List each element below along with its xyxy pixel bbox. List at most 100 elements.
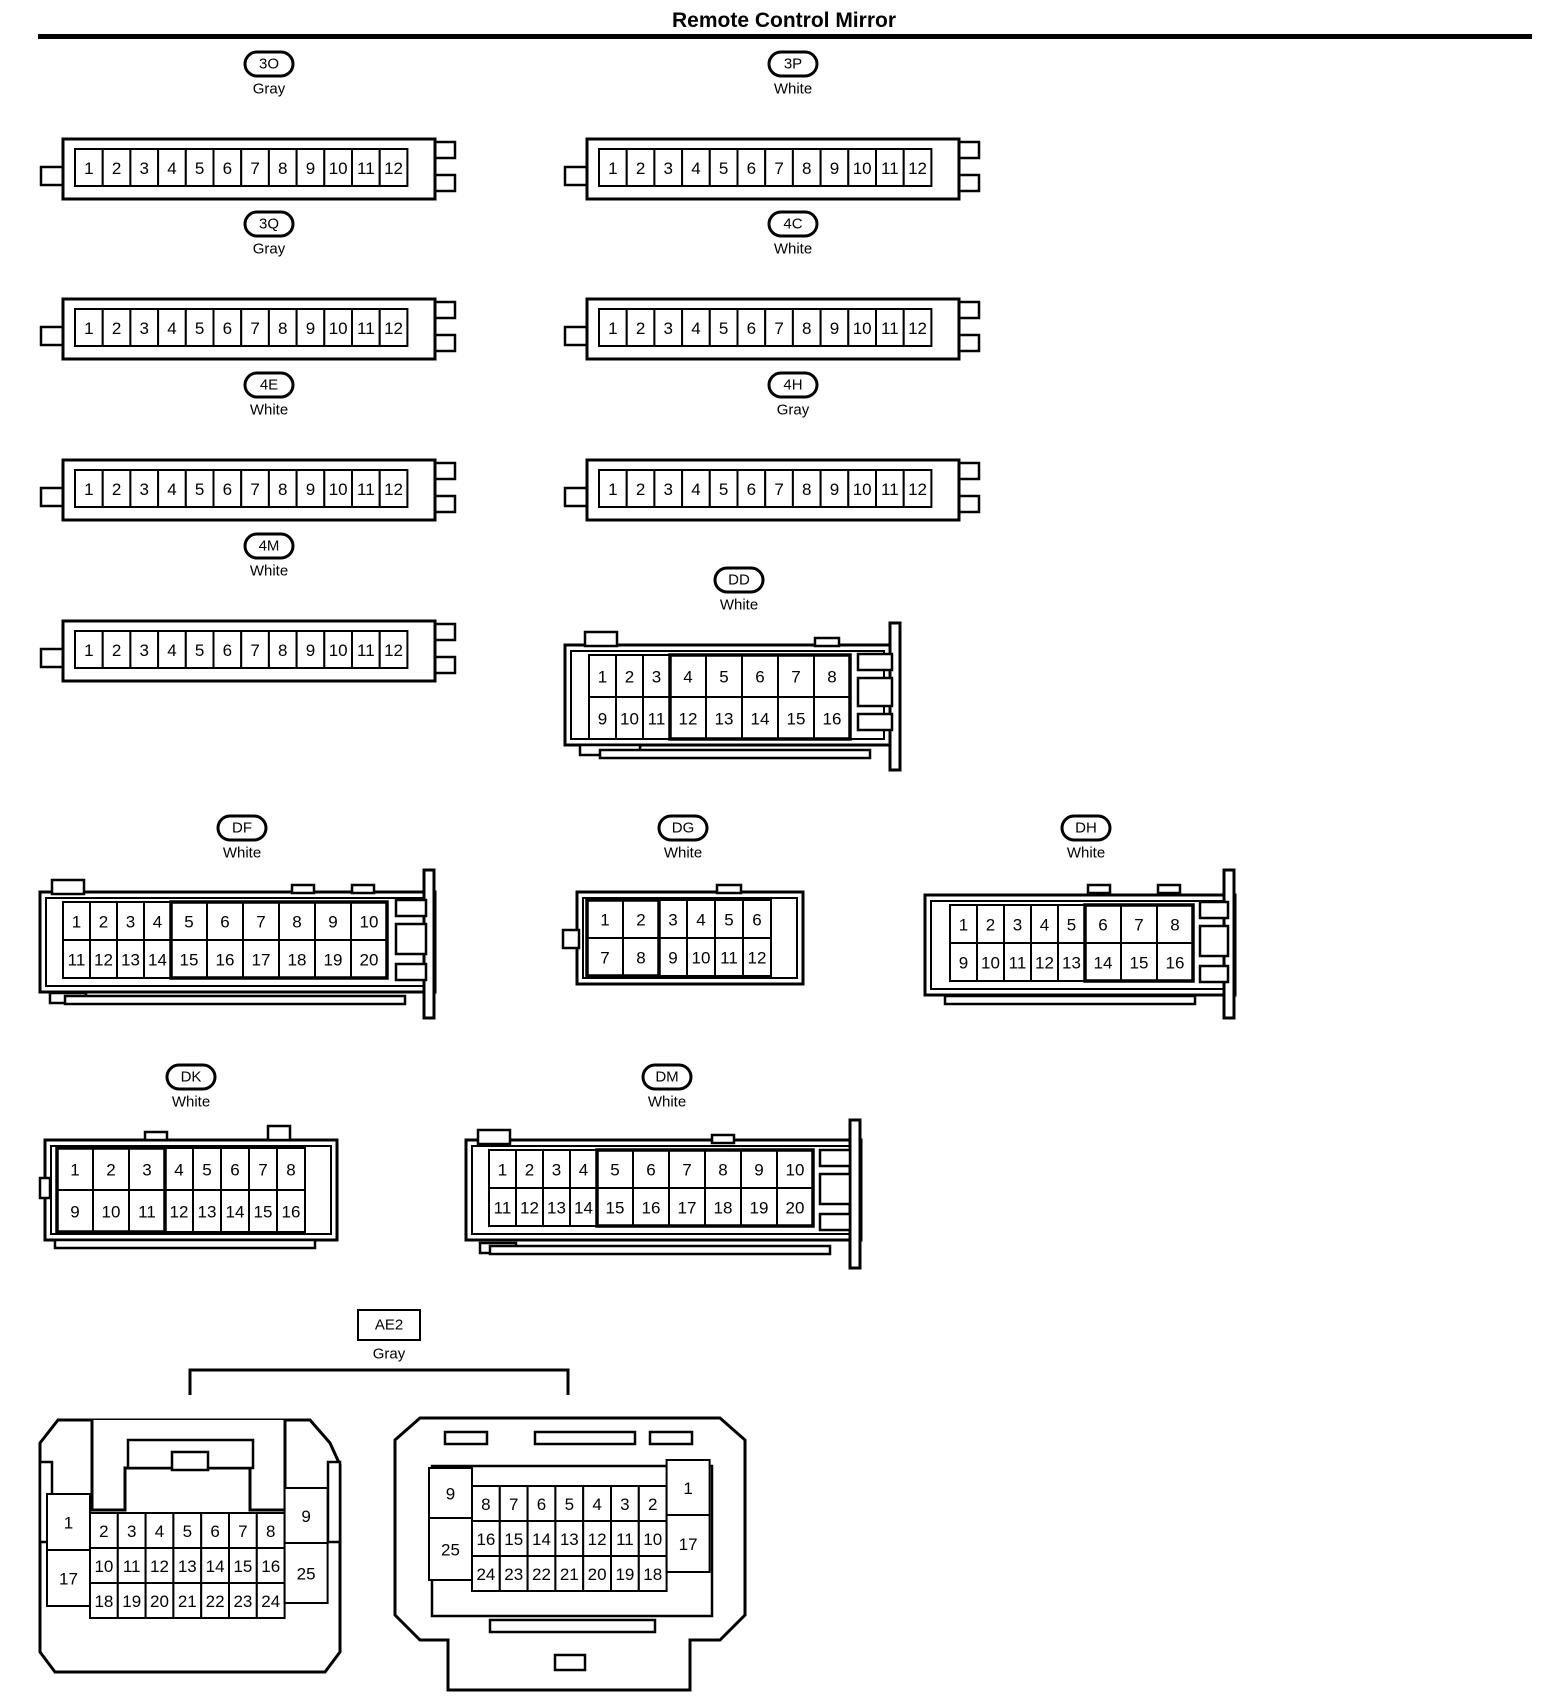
pin-number: 21 bbox=[560, 1565, 579, 1584]
pin-number: 9 bbox=[306, 480, 315, 499]
pin-cell bbox=[1120, 942, 1158, 982]
pin-cell bbox=[498, 1485, 529, 1522]
pin-cell bbox=[764, 308, 794, 347]
pin-number: 5 bbox=[183, 1522, 192, 1541]
pin-number: 12 bbox=[384, 159, 403, 178]
pin-cell bbox=[642, 696, 671, 740]
pin-cell bbox=[681, 469, 711, 508]
pin-cell bbox=[200, 1582, 230, 1619]
pin-cell bbox=[267, 630, 298, 669]
pin-cell bbox=[741, 654, 779, 698]
connector-color: White bbox=[664, 845, 702, 862]
title-rule bbox=[38, 34, 1532, 39]
pin-number: 4 bbox=[579, 1161, 588, 1180]
housing-detail bbox=[443, 1430, 489, 1446]
housing-peg bbox=[710, 1133, 736, 1145]
pin-number: 15 bbox=[180, 951, 199, 970]
pin-number: 9 bbox=[328, 913, 337, 932]
connector-id-badge bbox=[243, 50, 295, 78]
connector-id: 4C bbox=[783, 216, 802, 233]
pin-number: 1 bbox=[608, 159, 617, 178]
connector-id-badge bbox=[216, 814, 268, 842]
pin-number: 16 bbox=[476, 1530, 495, 1549]
pin-cell bbox=[116, 1582, 147, 1619]
pin-number: 13 bbox=[178, 1557, 197, 1576]
pin-number: 25 bbox=[297, 1565, 316, 1584]
pin-cell bbox=[610, 1555, 640, 1592]
pin-cell bbox=[378, 148, 409, 187]
housing-peg bbox=[583, 630, 619, 648]
pin-number: 8 bbox=[802, 319, 811, 338]
pin-number: 5 bbox=[719, 668, 728, 687]
pin-cell bbox=[653, 308, 684, 347]
pin-number: 3 bbox=[620, 1495, 629, 1514]
pin-cell bbox=[184, 308, 215, 347]
connector-id-badge bbox=[165, 1063, 217, 1091]
pin-number: 8 bbox=[802, 159, 811, 178]
pin-cell bbox=[875, 308, 905, 347]
pin-cell bbox=[378, 630, 409, 669]
pin-number: 1 bbox=[84, 641, 93, 660]
pin-cell bbox=[637, 1555, 668, 1592]
pin-cell bbox=[129, 308, 160, 347]
pin-number: 4 bbox=[167, 641, 176, 660]
pin-number: 5 bbox=[195, 319, 204, 338]
pin-cell bbox=[240, 630, 270, 669]
pin-number: 25 bbox=[441, 1541, 460, 1560]
pin-cell bbox=[242, 939, 280, 979]
pin-number: 11 bbox=[720, 949, 738, 968]
housing-detail bbox=[553, 1653, 587, 1672]
pin-cell bbox=[554, 1520, 585, 1557]
pin-number: 2 bbox=[525, 1161, 534, 1180]
pin-number: 10 bbox=[329, 159, 348, 178]
pin-cell bbox=[902, 148, 933, 187]
pin-number: 7 bbox=[250, 159, 259, 178]
pin-cell bbox=[200, 1512, 230, 1549]
pin-number: 9 bbox=[598, 710, 607, 729]
pin-group-block bbox=[668, 653, 852, 741]
connector-id-badge bbox=[1060, 814, 1112, 842]
pin-number: 5 bbox=[719, 319, 728, 338]
side-slot bbox=[394, 922, 428, 956]
side-slot bbox=[394, 898, 428, 918]
pin-number: 9 bbox=[301, 1507, 310, 1526]
pin-cell bbox=[295, 469, 326, 508]
pin-number: 3 bbox=[664, 319, 673, 338]
pin-number: 7 bbox=[774, 159, 783, 178]
bottom-rail bbox=[488, 1244, 832, 1256]
connector-id: DF bbox=[232, 820, 252, 837]
housing-detail bbox=[488, 1618, 657, 1634]
pin-number: 23 bbox=[233, 1592, 252, 1611]
pin-number: 12 bbox=[94, 951, 113, 970]
pin-number: 6 bbox=[220, 913, 229, 932]
pin-cell bbox=[276, 1189, 306, 1233]
pin-number: 11 bbox=[1009, 954, 1027, 973]
pin-number: 4 bbox=[592, 1495, 601, 1514]
pin-number: 7 bbox=[258, 1161, 267, 1180]
pin-number: 4 bbox=[683, 668, 692, 687]
pin-number: 4 bbox=[691, 480, 700, 499]
side-slot bbox=[856, 652, 894, 672]
pin-number: 8 bbox=[278, 159, 287, 178]
pin-number: 7 bbox=[600, 949, 609, 968]
pin-cell bbox=[1156, 942, 1194, 982]
pin-cell bbox=[714, 899, 744, 939]
connector-id-badge bbox=[767, 50, 819, 78]
pin-group-block bbox=[1083, 903, 1195, 983]
pin-cell bbox=[378, 469, 409, 508]
pin-number: 10 bbox=[981, 954, 1000, 973]
side-slot bbox=[818, 1172, 852, 1206]
pin-number: 11 bbox=[357, 641, 375, 660]
pin-number: 9 bbox=[830, 319, 839, 338]
pin-number: 2 bbox=[99, 913, 108, 932]
pin-number: 5 bbox=[1067, 916, 1076, 935]
connector-id: 3Q bbox=[259, 216, 279, 233]
pin-number: 20 bbox=[786, 1199, 805, 1218]
pin-number: 13 bbox=[198, 1203, 217, 1222]
pin-number: 2 bbox=[625, 668, 634, 687]
